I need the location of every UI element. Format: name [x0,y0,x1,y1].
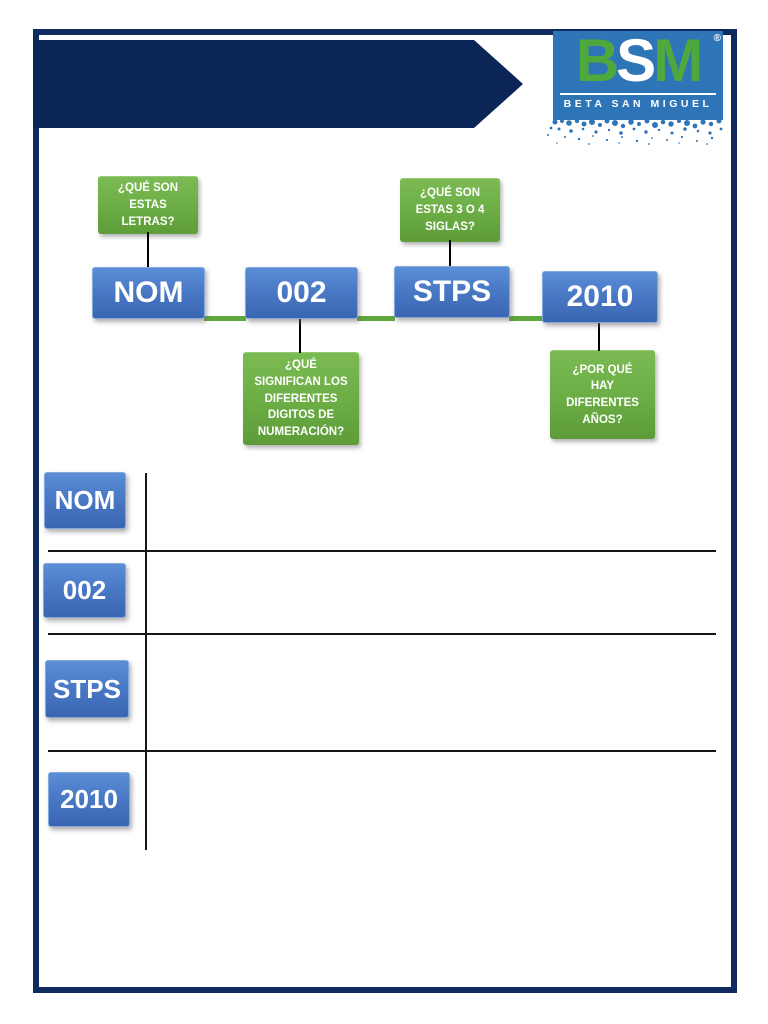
table-row-label-002: 002 [43,563,126,618]
logo-spray-effect [547,117,723,145]
timeline-segment-3 [509,316,543,321]
logo-subtitle: BETA SAN MIGUEL [563,98,713,110]
table-row-divider-2 [48,633,716,635]
table-row-divider-3 [48,750,716,752]
connector-line-002 [299,318,301,353]
question-callout-anios: ¿POR QUÉ HAY DIFERENTES AÑOS? [550,350,655,439]
connector-line-stps [449,240,451,267]
timeline-box-nom: NOM [92,267,205,319]
timeline-box-stps: STPS [394,266,510,318]
bsm-logo-letters: BSM [553,31,723,91]
table-row-label-2010: 2010 [48,772,130,827]
logo-letter-s: S [616,27,656,94]
connector-line-nom [147,232,149,268]
question-callout-digitos: ¿QUÉ SIGNIFICAN LOS DIFERENTES DIGITOS D… [243,352,359,445]
bsm-logo: BSM ® BETA SAN MIGUEL [553,31,723,117]
connector-line-2010 [598,322,600,351]
timeline-box-2010: 2010 [542,271,658,323]
logo-letter-m: M [653,27,703,94]
table-row-label-stps: STPS [45,660,129,718]
timeline-segment-2 [357,316,395,321]
timeline-box-002: 002 [245,267,358,319]
table-row-label-nom: NOM [44,472,126,529]
page-frame [33,29,737,993]
timeline-segment-1 [204,316,246,321]
logo-divider-line [560,93,716,95]
logo-letter-b: B [575,27,619,94]
registered-trademark-icon: ® [713,33,721,44]
question-callout-siglas: ¿QUÉ SON ESTAS 3 O 4 SIGLAS? [400,178,500,242]
title-banner-arrow [33,40,523,128]
table-row-divider-1 [48,550,716,552]
question-callout-letras: ¿QUÉ SON ESTAS LETRAS? [98,176,198,234]
table-vertical-rule [145,473,147,850]
